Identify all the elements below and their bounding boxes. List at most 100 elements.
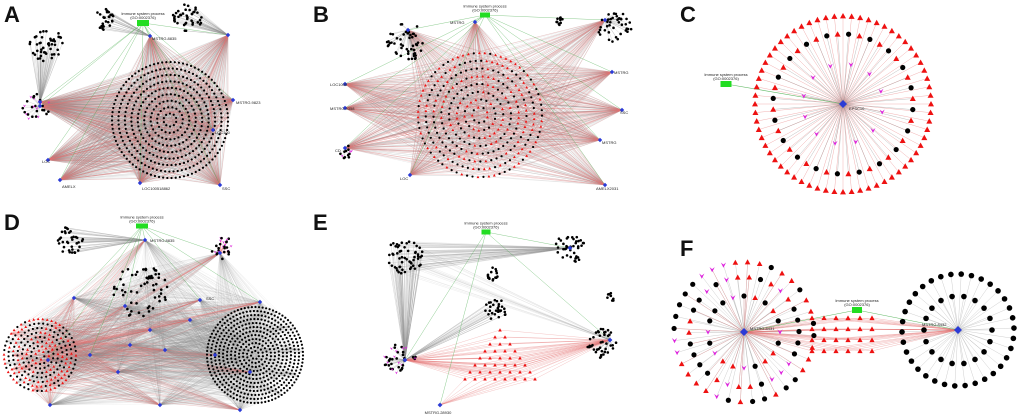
node bbox=[220, 144, 224, 147]
node bbox=[184, 21, 188, 25]
edge bbox=[219, 141, 224, 186]
node bbox=[131, 163, 134, 166]
edge bbox=[834, 103, 844, 144]
node-triangle bbox=[475, 74, 479, 78]
edge bbox=[488, 176, 606, 186]
node-arrow bbox=[832, 140, 838, 146]
node bbox=[111, 123, 114, 126]
edge bbox=[39, 105, 210, 163]
edge bbox=[126, 34, 229, 93]
node bbox=[532, 145, 535, 149]
edge bbox=[491, 143, 606, 186]
node-triangle bbox=[752, 92, 759, 98]
node bbox=[446, 60, 450, 64]
node bbox=[770, 95, 776, 102]
node bbox=[50, 42, 54, 46]
node bbox=[492, 150, 495, 153]
node bbox=[433, 104, 436, 107]
node bbox=[201, 166, 205, 169]
node-triangle bbox=[926, 83, 933, 90]
node bbox=[524, 143, 527, 146]
hub-node bbox=[57, 177, 63, 183]
edge bbox=[199, 95, 221, 186]
edge bbox=[59, 175, 188, 181]
hub-node bbox=[602, 17, 608, 23]
node bbox=[35, 109, 39, 113]
edge bbox=[487, 71, 613, 118]
node bbox=[188, 119, 191, 122]
node bbox=[204, 105, 208, 108]
node-triangle bbox=[927, 109, 934, 116]
node bbox=[824, 33, 830, 39]
edge bbox=[176, 68, 221, 186]
node bbox=[170, 86, 174, 89]
go-term-id: (GO:0002376) bbox=[472, 8, 498, 13]
edge bbox=[468, 54, 601, 141]
edge bbox=[604, 19, 610, 40]
node bbox=[161, 143, 165, 146]
edge bbox=[842, 39, 871, 105]
node bbox=[140, 161, 143, 165]
node bbox=[157, 113, 160, 116]
edge bbox=[344, 93, 489, 149]
node-triangle bbox=[474, 98, 478, 102]
node-arrow bbox=[870, 127, 876, 133]
node-triangle bbox=[444, 95, 448, 98]
edge bbox=[421, 19, 606, 96]
node bbox=[142, 90, 145, 93]
edge bbox=[59, 168, 153, 181]
node bbox=[140, 133, 143, 136]
node bbox=[477, 168, 480, 171]
node bbox=[487, 126, 491, 129]
node bbox=[502, 113, 505, 116]
edge bbox=[39, 54, 55, 103]
edge bbox=[842, 103, 880, 164]
node bbox=[456, 163, 459, 166]
node bbox=[347, 155, 351, 159]
node bbox=[555, 20, 558, 24]
node bbox=[41, 104, 44, 108]
node bbox=[509, 112, 513, 115]
edge bbox=[344, 94, 430, 109]
node bbox=[511, 80, 514, 83]
node-triangle bbox=[794, 47, 801, 54]
node-triangle bbox=[848, 188, 855, 194]
node bbox=[480, 59, 483, 62]
node bbox=[185, 138, 188, 141]
node bbox=[457, 122, 460, 125]
go-term-label: Immune system process bbox=[463, 4, 506, 9]
edge bbox=[18, 239, 146, 333]
edge bbox=[223, 34, 229, 142]
node-triangle bbox=[873, 182, 880, 188]
node bbox=[529, 78, 532, 81]
node bbox=[176, 9, 180, 13]
edge bbox=[344, 85, 472, 149]
node bbox=[186, 174, 190, 177]
node-triangle bbox=[458, 101, 462, 104]
node bbox=[409, 33, 412, 37]
edge bbox=[523, 99, 606, 186]
node bbox=[213, 81, 216, 84]
node-triangle bbox=[525, 154, 529, 157]
edge bbox=[793, 30, 844, 105]
node-triangle bbox=[465, 104, 469, 108]
edge bbox=[510, 107, 601, 141]
node-triangle bbox=[526, 73, 529, 77]
edge bbox=[510, 61, 601, 141]
edge bbox=[532, 102, 601, 141]
edge bbox=[527, 19, 606, 76]
node bbox=[177, 81, 180, 84]
edge bbox=[490, 53, 601, 141]
node bbox=[183, 3, 186, 6]
edge bbox=[175, 177, 221, 186]
node-arrow bbox=[801, 93, 807, 99]
edge bbox=[112, 124, 221, 186]
node bbox=[186, 111, 189, 114]
edge bbox=[119, 107, 141, 184]
edge bbox=[344, 83, 472, 86]
panel-label-c: C bbox=[680, 2, 696, 27]
node bbox=[198, 168, 201, 172]
edge bbox=[468, 54, 623, 111]
edge bbox=[471, 85, 606, 186]
edge bbox=[474, 21, 518, 124]
